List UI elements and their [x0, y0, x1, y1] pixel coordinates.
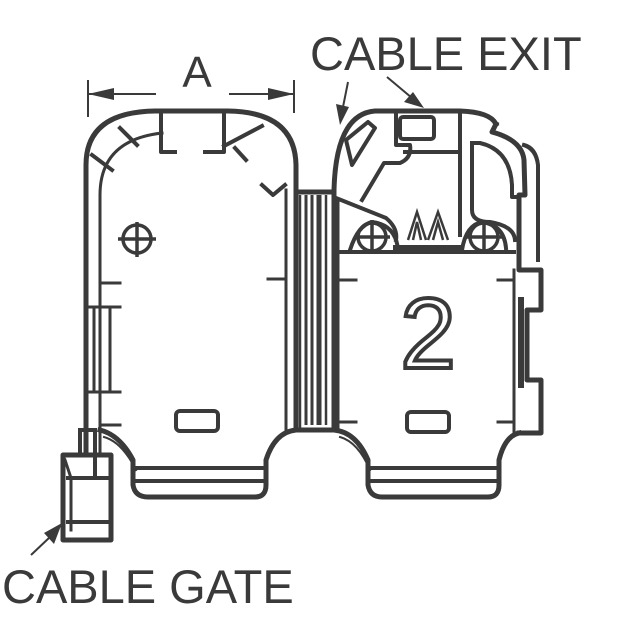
cable-gate — [60, 428, 114, 543]
hinge — [296, 189, 334, 433]
retention-teeth — [406, 207, 450, 241]
part-number-mark: 2 — [400, 278, 456, 390]
alignment-mark-icon — [354, 220, 390, 254]
cable-exit-label: CABLE EXIT — [310, 27, 582, 80]
cable-gate-label: CABLE GATE — [2, 560, 294, 613]
right-housing-half — [331, 108, 544, 500]
dimension-line-a — [87, 80, 295, 117]
alignment-mark-icon — [118, 222, 156, 257]
left-housing-half — [83, 108, 299, 500]
cable-gate-arrow — [30, 523, 62, 556]
cable-exit-arrows — [336, 76, 424, 125]
dimension-label-a: A — [182, 48, 212, 97]
alignment-mark-icon — [466, 220, 502, 254]
